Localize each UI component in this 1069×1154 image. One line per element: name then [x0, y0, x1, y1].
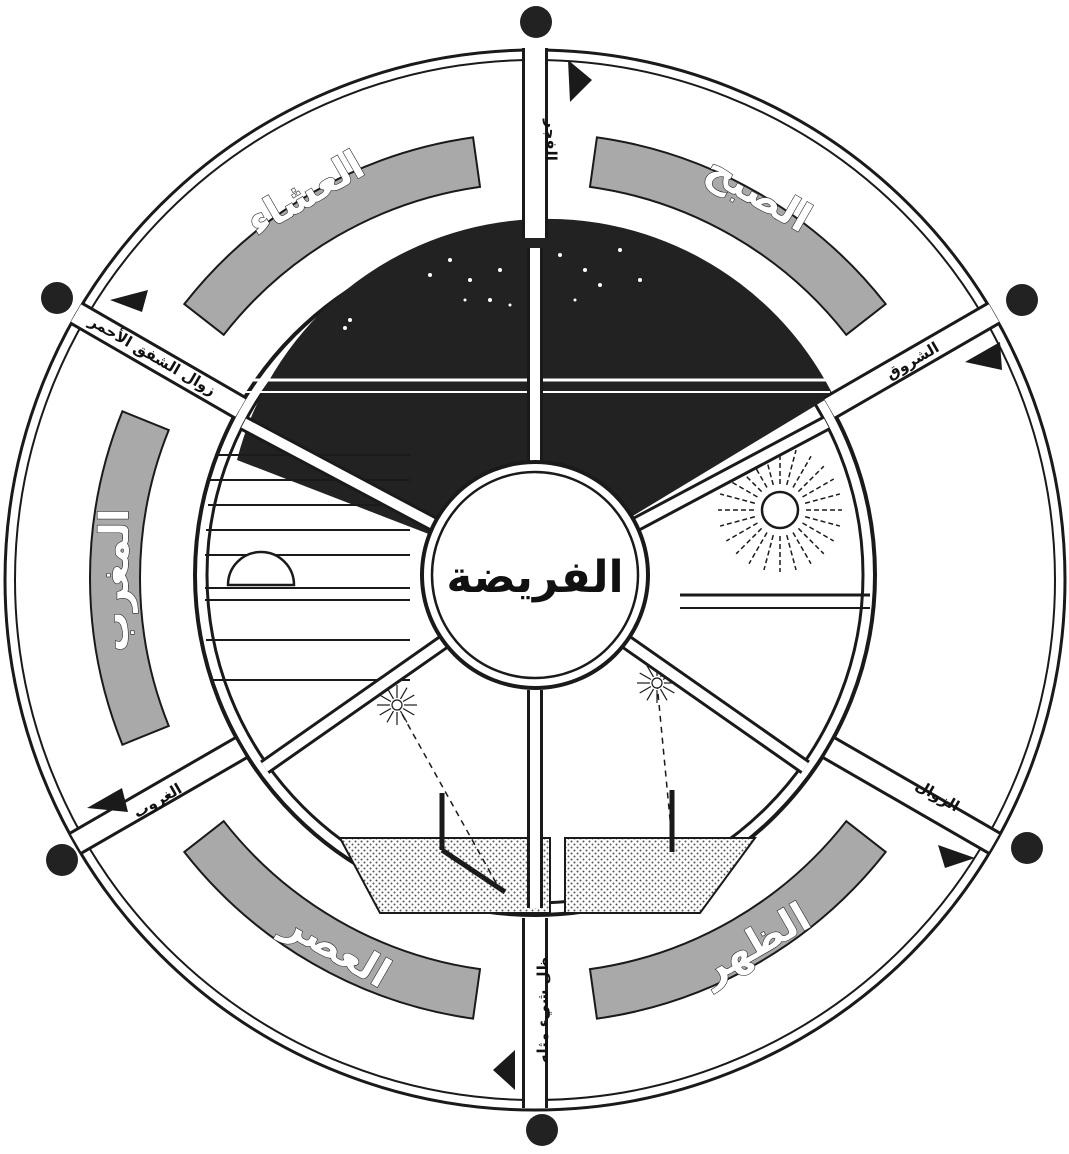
dot-marker-icon: [1006, 284, 1038, 316]
triangle-marker-icon: [87, 788, 128, 812]
dot-marker-icon: [520, 6, 552, 38]
triangle-marker-icon: [568, 60, 592, 102]
triangle-marker-icon: [110, 290, 148, 312]
dot-marker-icon: [46, 844, 78, 876]
dot-marker-icon: [526, 1114, 558, 1146]
dot-marker-icon: [1011, 832, 1043, 864]
triangle-marker-icon: [493, 1050, 515, 1090]
marker-twilight-label: زوال الشفق الأحمر: [85, 312, 219, 400]
triangle-marker-icon: [965, 342, 1002, 370]
center-label: الفريضة: [446, 552, 623, 603]
small-sun: [392, 700, 402, 710]
prayer-maghrib-label: المغرب: [92, 508, 138, 651]
dot-marker-icon: [41, 282, 73, 314]
marker-shadow-label: ظل شيء مثله: [534, 957, 552, 1063]
marker-dawn-label: الفجر: [542, 118, 560, 161]
dhuhr-ground: [565, 838, 755, 913]
small-sun: [652, 678, 662, 688]
